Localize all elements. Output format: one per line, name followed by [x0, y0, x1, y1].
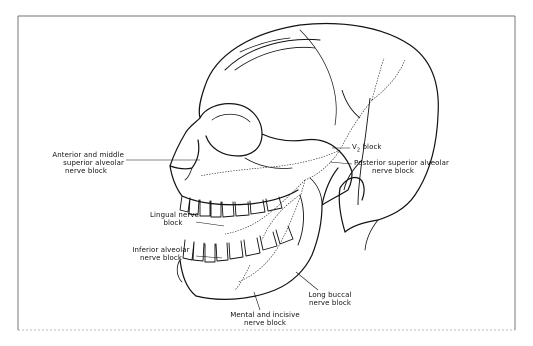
label-mental-incisive: Mental and incisive nerve block	[226, 311, 304, 327]
label-posterior-line2: nerve block	[354, 167, 449, 175]
label-long-buccal-line2: nerve block	[302, 299, 358, 307]
label-mental-line1: Mental and incisive	[226, 311, 304, 319]
zygomatic-arch	[262, 134, 352, 172]
frontal-bone	[186, 86, 205, 132]
label-posterior-line1: Posterior superior alveolar	[354, 159, 449, 167]
maxilla	[170, 166, 298, 205]
leader-lines	[126, 148, 352, 310]
label-inferior-line2: nerve block	[126, 254, 196, 262]
label-long-buccal: Long buccal nerve block	[302, 291, 358, 307]
label-anterior-line1: Anterior and middle	[48, 151, 124, 159]
label-lingual-line1: Lingual nerve	[150, 211, 196, 219]
mandible-ramus	[298, 195, 304, 245]
orbit	[200, 104, 262, 156]
label-inferior-alveolar: Inferior alveolar nerve block	[126, 246, 196, 262]
label-inferior-line1: Inferior alveolar	[126, 246, 196, 254]
label-posterior-superior-alveolar: Posterior superior alveolar nerve block	[354, 159, 449, 175]
label-anterior-middle-superior-alveolar: Anterior and middle superior alveolar ne…	[48, 151, 124, 175]
mandible	[180, 168, 338, 299]
nasal-cavity	[170, 132, 199, 169]
lower-teeth	[183, 226, 293, 262]
label-lingual-line2: block	[150, 219, 196, 227]
label-anterior-line2: superior alveolar	[48, 159, 124, 167]
label-v2-rest: block	[360, 143, 381, 151]
label-long-buccal-line1: Long buccal	[302, 291, 358, 299]
label-mental-line2: nerve block	[226, 319, 304, 327]
label-lingual-nerve-block: Lingual nerve block	[150, 211, 196, 227]
label-v2-block: V2 block	[352, 143, 382, 154]
label-anterior-line3: nerve block	[48, 167, 124, 175]
